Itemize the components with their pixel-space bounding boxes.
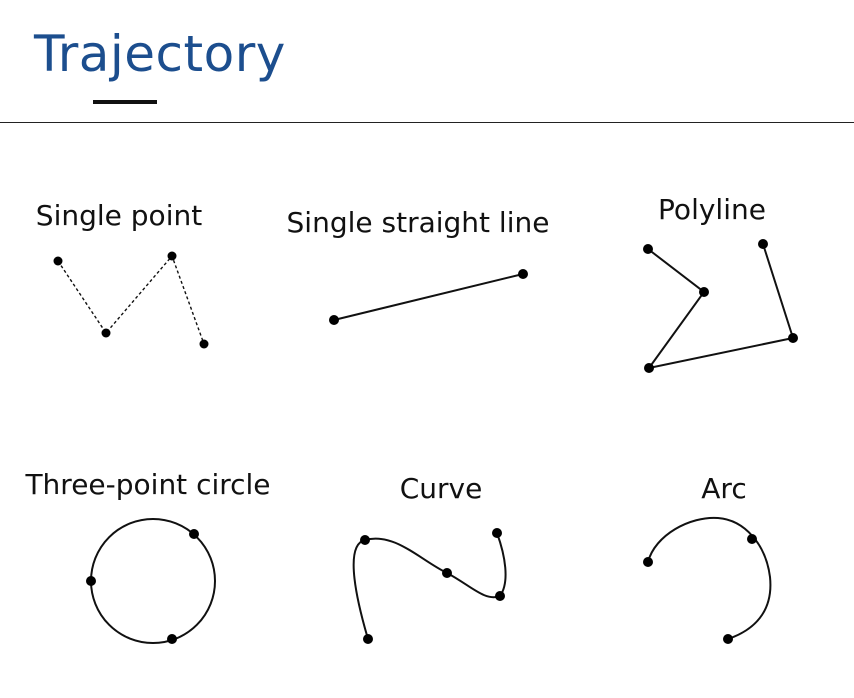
polyline-dot [643, 244, 653, 254]
polyline-dot [644, 363, 654, 373]
arc-dot [643, 557, 653, 567]
arc-dot [723, 634, 733, 644]
arc-label: Arc [701, 472, 747, 505]
curve-dot [363, 634, 373, 644]
curve-path [352, 532, 507, 640]
straight-line-dot [518, 269, 528, 279]
polyline-dot [788, 333, 798, 343]
three-point-circle-diagram [86, 518, 216, 644]
curve-diagram [352, 528, 507, 644]
curve-dot [442, 568, 452, 578]
straight-line-dot [329, 315, 339, 325]
single-point-dot [53, 256, 63, 266]
three-point-circle-label: Three-point circle [25, 468, 271, 501]
curve-dot [360, 535, 370, 545]
polyline-diagram [643, 239, 798, 373]
circle-dot [189, 529, 199, 539]
straight-line-path [333, 273, 524, 321]
single-point-dot [167, 251, 177, 261]
curve-dot [492, 528, 502, 538]
page-title: Trajectory [34, 25, 286, 83]
single-point-dot [101, 328, 111, 338]
single-point-dot [199, 339, 209, 349]
single-point-label: Single point [35, 199, 203, 232]
curve-dot [495, 591, 505, 601]
straight-line-label: Single straight line [286, 206, 550, 239]
polyline-path [646, 243, 795, 370]
single-point-diagram [53, 251, 209, 349]
single-point-path [57, 254, 205, 345]
polyline-dot [699, 287, 709, 297]
arc-diagram [643, 516, 772, 644]
title-accent-bar [93, 100, 157, 104]
circle-dot [167, 634, 177, 644]
straight-line-diagram [329, 269, 528, 325]
curve-label: Curve [399, 472, 483, 505]
circle-dot [86, 576, 96, 586]
polyline-dot [758, 239, 768, 249]
polyline-label: Polyline [658, 193, 766, 226]
title-divider [0, 122, 854, 123]
arc-dot [747, 534, 757, 544]
